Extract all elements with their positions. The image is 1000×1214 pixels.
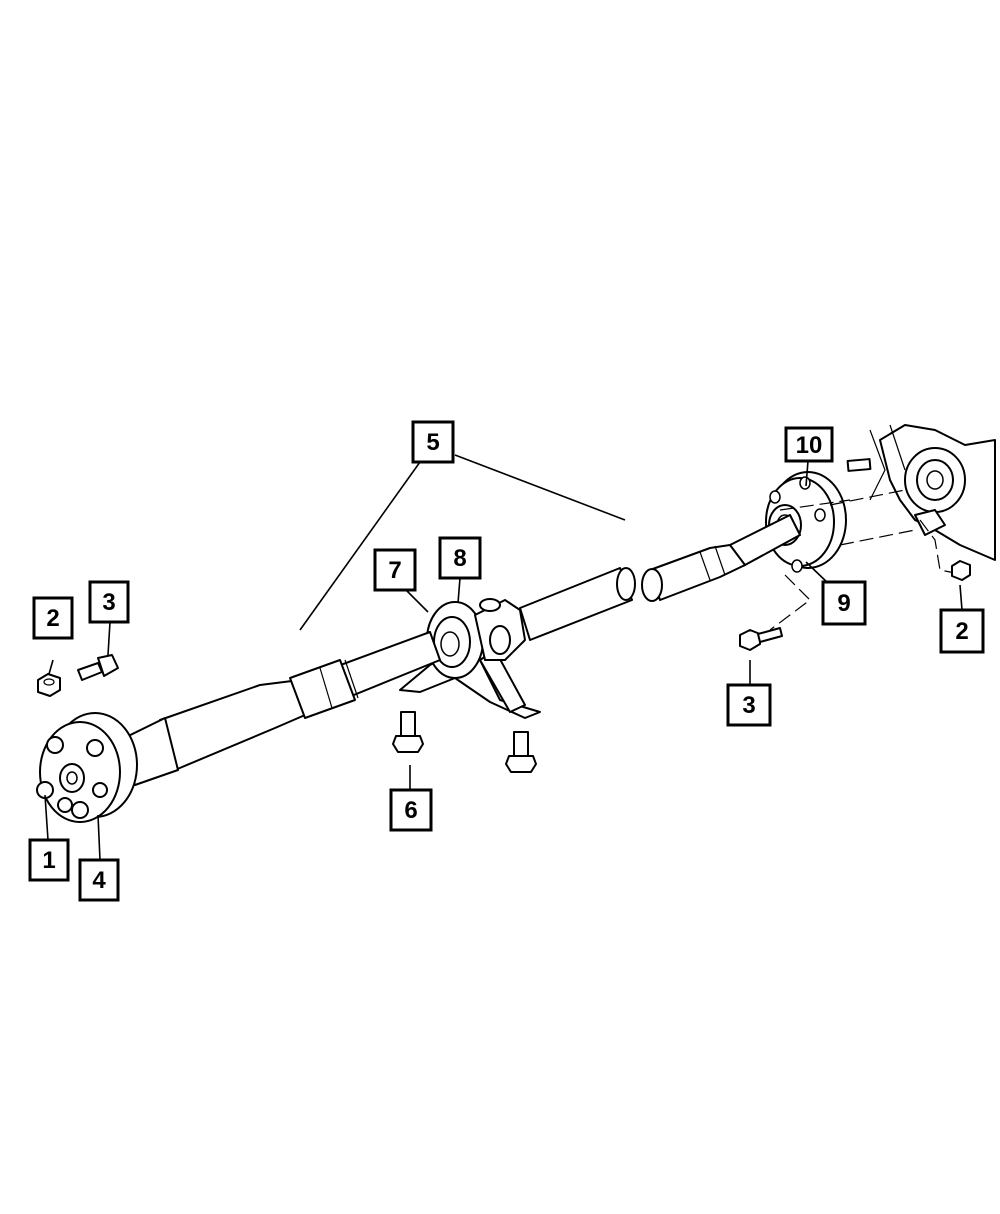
nut-left [37,673,61,697]
callout-6: 6 [389,788,433,832]
callout-3-left: 3 [88,580,130,624]
callout-label-1: 1 [42,847,55,874]
nut-right [951,560,971,581]
callout-2-left: 2 [32,596,74,640]
center-shaft-tube [519,567,636,641]
alignment-lines [769,489,956,631]
bolt-left [77,654,119,681]
bracket-bolt-right [505,731,537,773]
callout-label-8: 8 [453,545,466,572]
front-shaft-section [119,631,441,786]
callout-9: 9 [821,580,867,626]
callout-label-6: 6 [404,797,417,824]
front-flex-coupler [36,712,138,823]
callout-1: 1 [28,838,70,882]
rear-shaft-section [641,514,801,602]
callout-label-7: 7 [388,557,401,584]
callout-label-3-right: 3 [742,692,755,719]
bracket-bolt-left [392,711,424,753]
callout-label-2-right: 2 [955,618,968,645]
callout-label-9: 9 [837,590,850,617]
callout-label-2-left: 2 [46,605,59,632]
callout-label-3-left: 3 [102,589,115,616]
callout-8: 8 [438,536,482,580]
callout-5: 5 [411,420,455,464]
center-bearing-support [399,598,541,719]
callout-7: 7 [373,548,417,592]
callout-4: 4 [78,858,120,902]
callout-label-4: 4 [92,867,106,894]
bolt-right [739,627,783,651]
callout-label-5: 5 [426,429,439,456]
callout-label-10: 10 [796,432,823,459]
callout-10: 10 [784,426,834,463]
rear-differential [846,424,996,561]
callout-2-right: 2 [939,608,985,654]
callout-3-right: 3 [726,683,772,727]
